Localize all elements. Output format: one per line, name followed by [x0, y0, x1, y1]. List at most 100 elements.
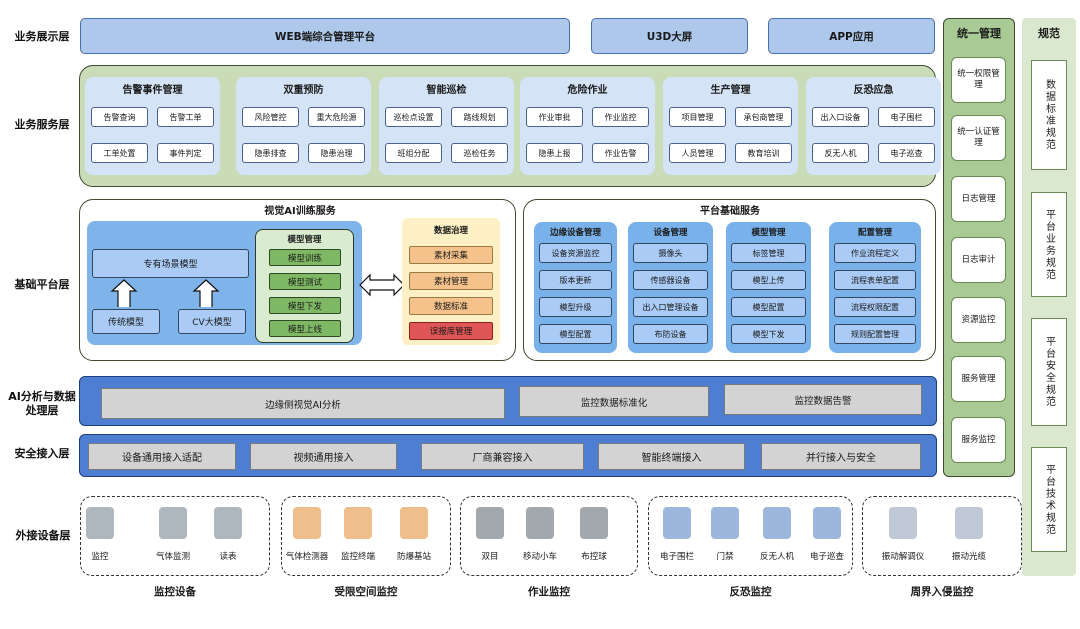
service-item-button[interactable]: 反无人机: [812, 143, 869, 163]
u3d-screen-box[interactable]: U3D大屏: [591, 18, 748, 54]
service-item-button[interactable]: 巡检点设置: [385, 107, 442, 127]
model-mgmt-item[interactable]: 模型训练: [269, 249, 341, 266]
device-icon: [400, 507, 428, 539]
service-item-button[interactable]: 工单处置: [91, 143, 148, 163]
device-label[interactable]: 门禁: [716, 552, 734, 562]
service-item-button[interactable]: 告警查询: [91, 107, 148, 127]
access-item[interactable]: 厂商兼容接入: [421, 443, 584, 470]
service-item-button[interactable]: 承包商管理: [735, 107, 792, 127]
device-icon: [955, 507, 983, 539]
device-label[interactable]: 振动解调仪: [881, 552, 925, 562]
platform-item[interactable]: 模型配置: [539, 324, 612, 344]
service-item-button[interactable]: 班组分配: [385, 143, 442, 163]
service-item-button[interactable]: 作业审批: [526, 107, 583, 127]
service-item-button[interactable]: 作业告警: [592, 143, 649, 163]
platform-item[interactable]: 摄像头: [633, 243, 708, 263]
service-item-button[interactable]: 隐患排查: [242, 143, 299, 163]
platform-item[interactable]: 传感器设备: [633, 270, 708, 290]
device-label[interactable]: 监控: [91, 552, 109, 562]
spec-item[interactable]: 数据标准规范: [1031, 60, 1067, 170]
unified-item[interactable]: 统一权限管理: [951, 57, 1006, 103]
platform-card-title: 边缘设备管理: [549, 227, 601, 238]
service-item-button[interactable]: 电子巡查: [878, 143, 935, 163]
data-gov-item[interactable]: 素材采集: [409, 246, 493, 264]
access-item[interactable]: 设备通用接入适配: [88, 443, 236, 470]
service-item-button[interactable]: 人员管理: [669, 143, 726, 163]
platform-item[interactable]: 流程权限配置: [834, 297, 916, 317]
device-label[interactable]: 防爆基站: [396, 552, 431, 562]
device-icon: [293, 507, 321, 539]
service-card-title: 智能巡检: [426, 84, 467, 96]
platform-item[interactable]: 出入口管理设备: [633, 297, 708, 317]
spec-item[interactable]: 平台业务规范: [1031, 192, 1067, 297]
device-label[interactable]: 移动小车: [522, 552, 557, 562]
platform-item[interactable]: 模型配置: [731, 297, 806, 317]
access-item[interactable]: 智能终端接入: [598, 443, 745, 470]
service-item-button[interactable]: 电子围栏: [878, 107, 935, 127]
platform-item[interactable]: 版本更新: [539, 270, 612, 290]
ai-item-alert[interactable]: 监控数据告警: [724, 384, 922, 415]
platform-item[interactable]: 流程表单配置: [834, 270, 916, 290]
unified-item[interactable]: 统一认证管理: [951, 115, 1006, 161]
model-mgmt-item[interactable]: 模型下发: [269, 297, 341, 314]
device-label[interactable]: 反无人机: [759, 552, 794, 562]
device-label[interactable]: 监控终端: [340, 552, 375, 562]
service-item-button[interactable]: 巡检任务: [451, 143, 508, 163]
spec-item[interactable]: 平台技术规范: [1031, 447, 1067, 552]
service-item-button[interactable]: 重大危险源: [308, 107, 365, 127]
data-gov-item[interactable]: 素材管理: [409, 272, 493, 290]
platform-item[interactable]: 模型下发: [731, 324, 806, 344]
scene-model-box[interactable]: 专有场景模型: [92, 249, 249, 278]
unified-item[interactable]: 日志管理: [951, 176, 1006, 222]
service-item-button[interactable]: 教育培训: [735, 143, 792, 163]
platform-item[interactable]: 模型升级: [539, 297, 612, 317]
ai-item-edge-analysis[interactable]: 边缘侧视觉AI分析: [101, 388, 505, 419]
device-label[interactable]: 电子围栏: [659, 552, 694, 562]
ai-item-standardize[interactable]: 监控数据标准化: [519, 386, 709, 417]
platform-item[interactable]: 布防设备: [633, 324, 708, 344]
model-mgmt-title: 模型管理: [287, 235, 322, 245]
model-mgmt-item[interactable]: 模型测试: [269, 273, 341, 290]
device-label[interactable]: 布控球: [581, 552, 607, 562]
device-icon: [711, 507, 739, 539]
device-label[interactable]: 振动光缆: [951, 552, 986, 562]
service-item-button[interactable]: 事件判定: [157, 143, 214, 163]
unified-item[interactable]: 资源监控: [951, 297, 1006, 343]
service-item-button[interactable]: 出入口设备: [812, 107, 869, 127]
device-icon: [344, 507, 372, 539]
platform-item[interactable]: 标签管理: [731, 243, 806, 263]
data-gov-item[interactable]: 数据标准: [409, 297, 493, 315]
device-label[interactable]: 读表: [219, 552, 237, 562]
device-group-title: 反恐监控: [729, 585, 772, 598]
traditional-model-box[interactable]: 传统模型: [92, 309, 160, 334]
device-label[interactable]: 气体检测器: [285, 552, 329, 562]
service-item-button[interactable]: 项目管理: [669, 107, 726, 127]
service-item-button[interactable]: 路线规划: [451, 107, 508, 127]
web-platform-box[interactable]: WEB端综合管理平台: [80, 18, 570, 54]
service-item-button[interactable]: 风险管控: [242, 107, 299, 127]
access-item[interactable]: 视频通用接入: [250, 443, 397, 470]
device-label[interactable]: 气体监测: [155, 552, 190, 562]
spec-item[interactable]: 平台安全规范: [1031, 318, 1067, 426]
platform-item[interactable]: 作业流程定义: [834, 243, 916, 263]
model-mgmt-item[interactable]: 模型上线: [269, 320, 341, 337]
cv-model-box[interactable]: CV大模型: [178, 309, 246, 334]
false-alarm-lib-item[interactable]: 误报库管理: [409, 322, 493, 340]
service-item-button[interactable]: 告警工单: [157, 107, 214, 127]
platform-item[interactable]: 设备资源监控: [539, 243, 612, 263]
device-label[interactable]: 双目: [481, 552, 499, 562]
unified-item[interactable]: 服务监控: [951, 417, 1006, 463]
service-item-button[interactable]: 隐患治理: [308, 143, 365, 163]
unified-item[interactable]: 服务管理: [951, 356, 1006, 402]
upward-arrows: [110, 279, 220, 307]
device-label[interactable]: 电子巡查: [809, 552, 844, 562]
app-box[interactable]: APP应用: [768, 18, 935, 54]
service-item-button[interactable]: 作业监控: [592, 107, 649, 127]
layer-label-access: 安全接入层: [14, 447, 70, 460]
platform-card-title: 模型管理: [751, 227, 786, 238]
platform-item[interactable]: 模型上传: [731, 270, 806, 290]
access-item[interactable]: 并行接入与安全: [761, 443, 921, 470]
platform-item[interactable]: 规则配置管理: [834, 324, 916, 344]
service-item-button[interactable]: 隐患上报: [526, 143, 583, 163]
unified-item[interactable]: 日志审计: [951, 237, 1006, 283]
